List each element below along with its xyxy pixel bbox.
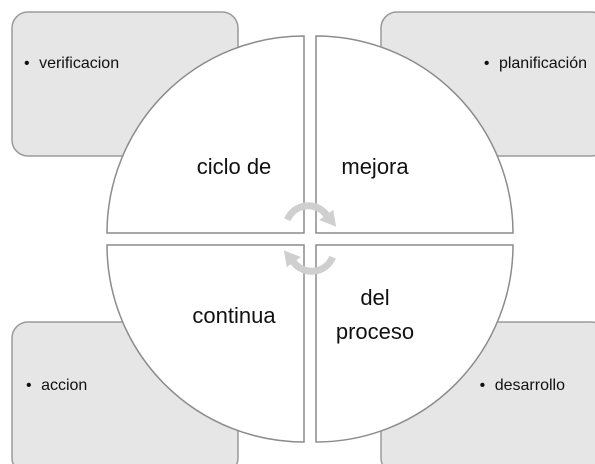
bullet: • [480, 377, 486, 394]
quadrant-bottom-right [315, 244, 514, 443]
corner-label-accion: accion [41, 377, 87, 394]
bullet: • [26, 377, 32, 394]
corner-label-verificacion: verificacion [39, 55, 119, 72]
quadrant-top-left [106, 35, 305, 234]
quadrant-text-mejora: mejora [341, 154, 409, 179]
arrow-upper [284, 202, 337, 227]
bullet: • [24, 55, 30, 72]
arrow-lower [283, 250, 336, 275]
quadrant-bottom-left [106, 244, 305, 443]
corner-label-planificacion: planificación [499, 55, 587, 72]
quadrant-text-proceso: proceso [336, 319, 414, 344]
quadrant-text-continua: continua [192, 303, 276, 328]
corner-text-bottom-left: • accion [26, 377, 87, 394]
corner-text-bottom-right: • desarrollo [480, 377, 565, 394]
corner-label-desarrollo: desarrollo [495, 377, 565, 394]
quadrant-top-right [315, 35, 514, 234]
bullet: • [484, 55, 490, 72]
quadrant-text-ciclo-de: ciclo de [197, 154, 272, 179]
corner-text-top-right: • planificación [484, 55, 587, 72]
circular-arrows-icon [283, 202, 337, 275]
quadrant-text-del: del [360, 285, 389, 310]
corner-text-top-left: • verificacion [24, 55, 119, 72]
